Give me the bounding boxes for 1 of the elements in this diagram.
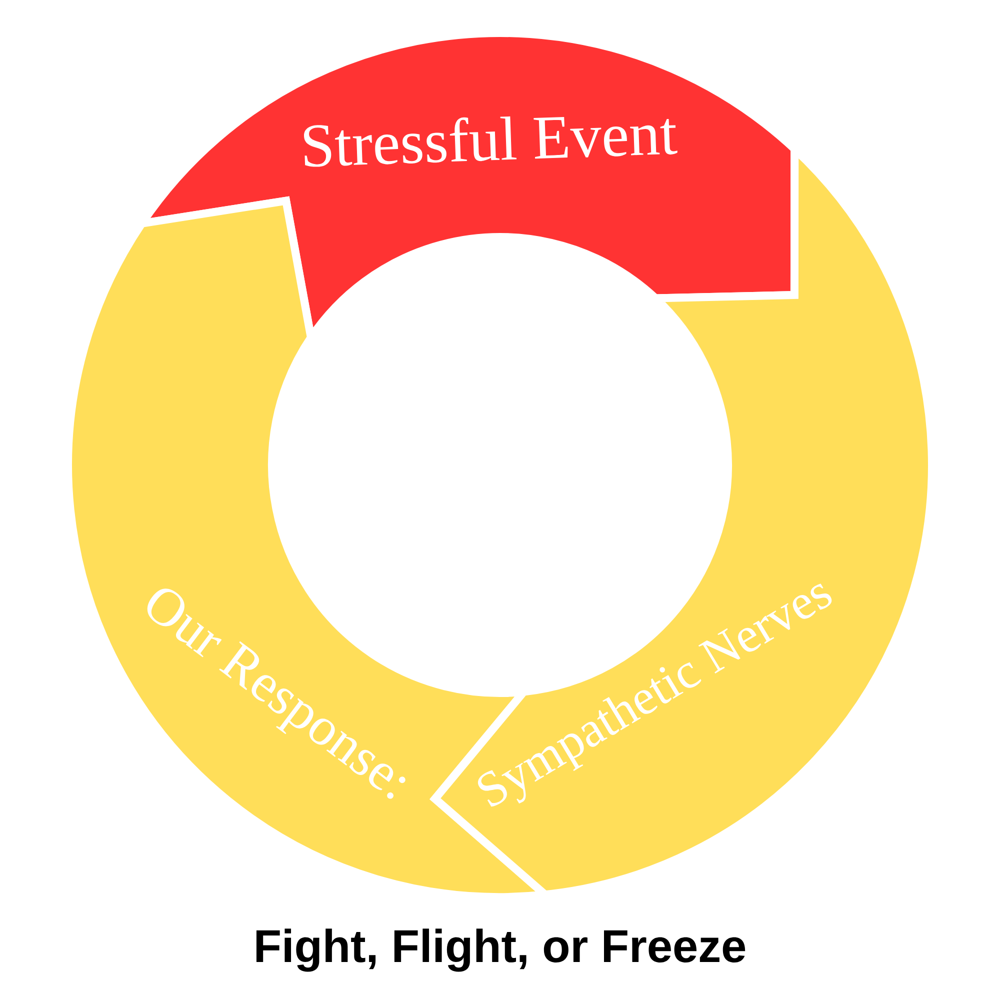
caption: Fight, Flight, or Freeze <box>256 928 746 972</box>
